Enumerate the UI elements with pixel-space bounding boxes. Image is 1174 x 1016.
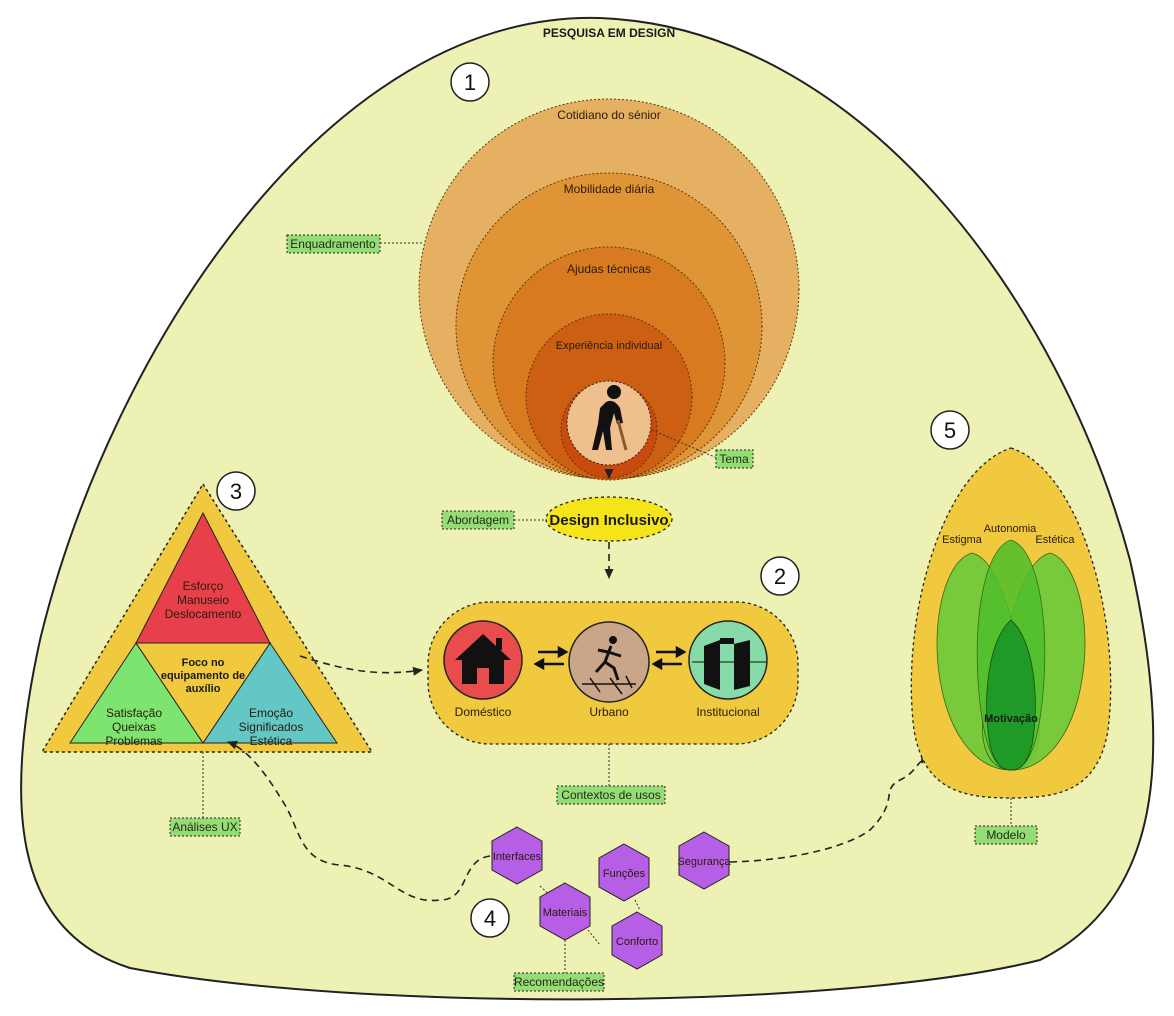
triangle-left-line-2: Queixas [112,720,156,734]
building-door-icon [692,638,766,690]
circle-label-ajudas: Ajudas técnicas [567,262,651,276]
triangle-left-line-3: Problemas [105,734,162,748]
petal-motivacao-core [986,619,1036,771]
design-inclusivo-bubble: Design Inclusivo [545,496,673,542]
triangle-top-line-3: Deslocamento [165,607,242,621]
number-marker-3: 3 [216,471,256,511]
triangle-top-line-1: Esforço [183,579,224,593]
petal-label-estetica: Estética [1035,534,1075,546]
triangle-center [135,642,271,744]
label-abordagem: Abordagem [441,510,515,530]
double-arrow-left [533,645,569,671]
house-icon [455,634,511,684]
svg-text:3: 3 [230,479,242,504]
triangle-right-line-2: Significados [239,720,304,734]
svg-text:Modelo: Modelo [986,828,1026,842]
triangle-center-line-2: equipamento de [161,670,245,682]
label-contextos: Contextos de usos [556,785,666,805]
triangle-right-line-3: Estética [250,734,293,748]
label-recomendacoes: Recomendações [513,972,605,992]
svg-text:Enquadramento: Enquadramento [290,237,376,251]
svg-text:Contextos de usos: Contextos de usos [561,788,660,802]
petal-label-autonomia: Autonomia [984,523,1037,535]
hexagon-interfaces [491,826,543,885]
hex-label-materiais: Materiais [543,907,588,919]
svg-text:2: 2 [774,564,786,589]
hex-label-interfaces: Interfaces [493,851,542,863]
number-marker-1: 1 [450,62,490,102]
petal-label-estigma: Estigma [942,534,983,546]
hexagon-funcoes [598,843,650,902]
institucional-circle [688,620,768,700]
label-modelo: Modelo [974,825,1038,845]
urbano-circle [568,621,650,703]
svg-text:4: 4 [484,906,496,931]
number-marker-2: 2 [760,556,800,596]
svg-text:Design Inclusivo: Design Inclusivo [549,512,668,529]
section-1-nested-circles: Cotidiano do sénior Mobilidade diária Aj… [418,98,800,481]
triangle-right-line-1: Emoção [249,706,293,720]
svg-text:1: 1 [464,70,476,95]
triangle-top-line-2: Manuseio [177,593,229,607]
number-marker-4: 4 [470,898,510,938]
triangle-center-line-3: auxílio [186,683,221,695]
context-label-domestico: Doméstico [455,705,512,719]
svg-text:Tema: Tema [719,452,749,466]
hex-label-conforto: Conforto [616,936,658,948]
hexagon-conforto [611,911,663,970]
context-label-institucional: Institucional [696,705,759,719]
svg-text:Recomendações: Recomendações [514,975,604,989]
circle-label-experiencia: Experiência individual [556,340,662,352]
urban-pedestrian-icon [582,636,636,695]
elderly-person-icon [592,385,628,451]
section-3-triangle: Esforço Manuseio Deslocamento Foco no eq… [40,482,374,753]
hex-label-funcoes: Funções [603,868,646,880]
section-2-contexts-panel: Doméstico Urbano Institucional [427,601,799,745]
svg-text:Abordagem: Abordagem [447,513,509,527]
context-label-urbano: Urbano [589,705,629,719]
svg-text:5: 5 [944,418,956,443]
section-5-petal-model: Estigma Autonomia Estética Motivação [910,447,1112,799]
triangle-left-line-1: Satisfação [106,706,162,720]
double-arrow-right [651,645,687,671]
hex-label-seguranca: Segurança [677,856,731,868]
petal-label-motivacao: Motivação [984,713,1038,725]
circle-label-cotidiano: Cotidiano do sénior [557,108,660,122]
label-tema: Tema [715,449,754,469]
svg-text:Análises UX: Análises UX [172,820,237,834]
label-enquadramento: Enquadramento [286,234,381,254]
section-4-hexagons: Interfaces Materiais Funções Conforto Se… [491,826,731,970]
diagram-title: PESQUISA EM DESIGN [543,26,675,40]
number-marker-5: 5 [930,410,970,450]
triangle-center-line-1: Foco no [182,657,225,669]
label-analises-ux: Análises UX [169,817,241,837]
circle-label-mobilidade: Mobilidade diária [564,182,655,196]
hexagon-seguranca [678,831,730,890]
